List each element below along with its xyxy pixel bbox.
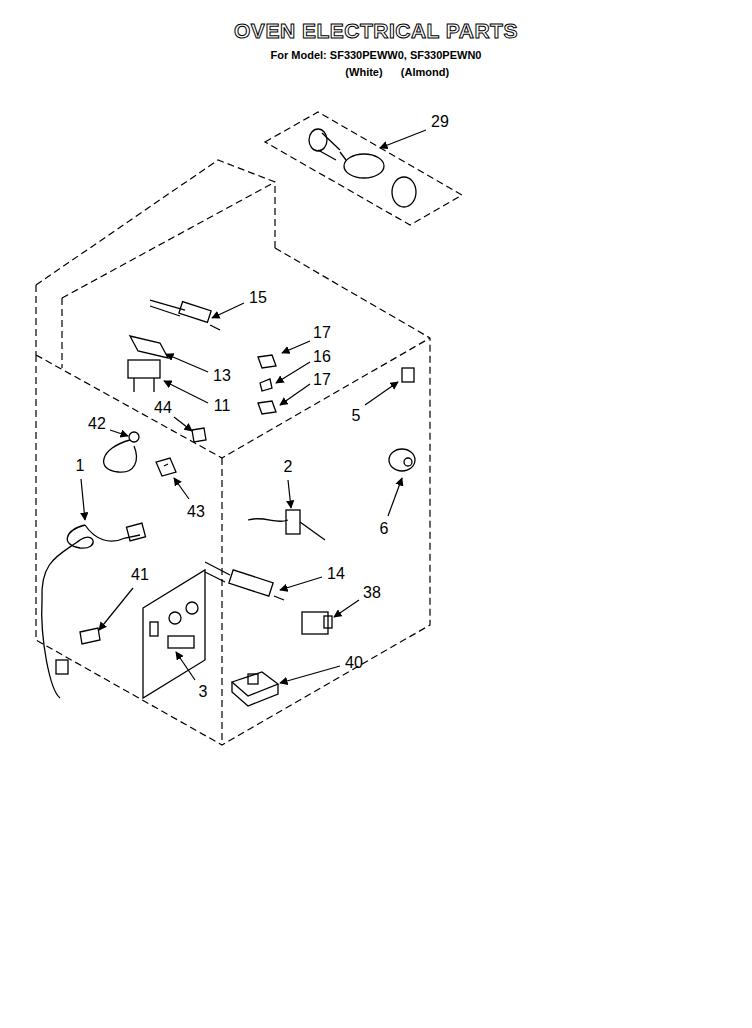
cabinet-outline <box>36 112 462 745</box>
callout-number: 11 <box>214 397 231 415</box>
model-text: (White) <box>345 66 382 78</box>
part-sketches <box>42 129 416 706</box>
callout-number: 3 <box>199 683 208 701</box>
callout-number: 17 <box>313 324 331 342</box>
callout-number: 38 <box>363 584 381 602</box>
callout-number: 42 <box>88 415 106 433</box>
callout-number: 14 <box>327 565 345 583</box>
callout-number: 15 <box>249 289 267 307</box>
callout-number: 6 <box>380 520 389 538</box>
callout-number: 17 <box>313 371 331 389</box>
callout-number: 29 <box>431 113 449 131</box>
callout-number: 43 <box>187 503 205 521</box>
leader-arrows <box>81 130 426 683</box>
callout-number: 44 <box>154 399 172 417</box>
callout-number: 5 <box>352 407 361 425</box>
model-text: (Almond) <box>401 66 449 78</box>
callout-number: 2 <box>284 458 293 476</box>
callout-number: 13 <box>213 367 231 385</box>
callout-number: 16 <box>313 348 331 366</box>
diagram-title: OVEN ELECTRICAL PARTS <box>234 19 518 43</box>
callout-number: 40 <box>345 654 363 672</box>
model-text: For Model: SF330PEWW0, SF330PEWN0 <box>271 49 482 61</box>
callout-number: 1 <box>76 457 85 475</box>
callout-number: 41 <box>131 566 149 584</box>
